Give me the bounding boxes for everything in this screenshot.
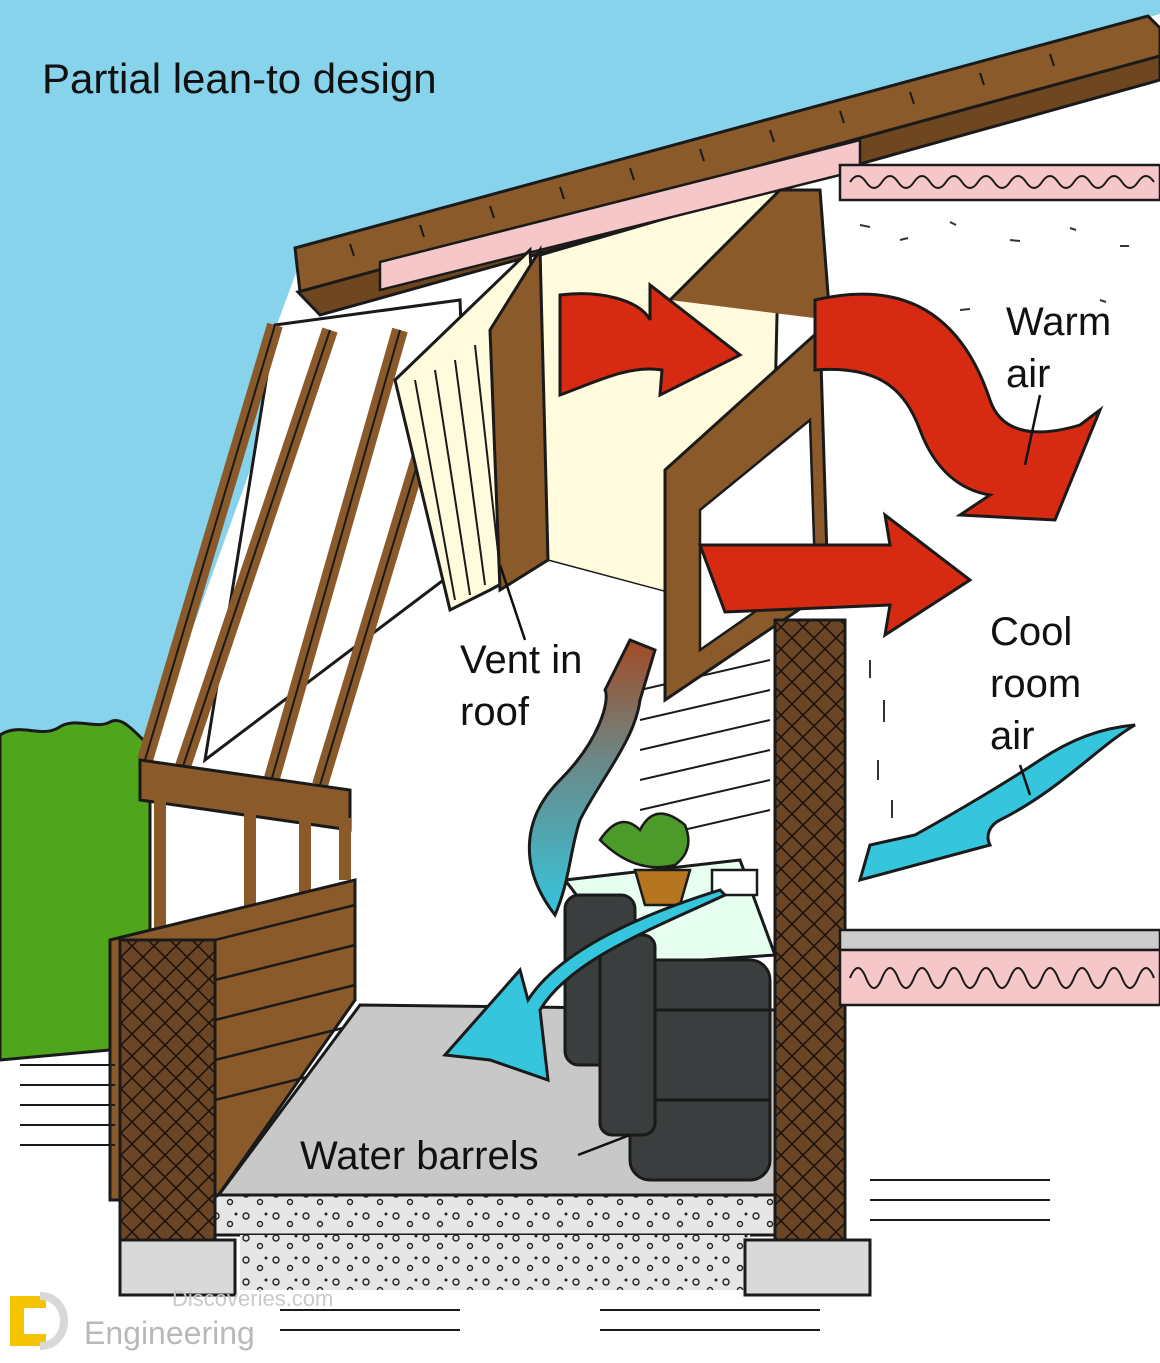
watermark-logo: Discoveries.com Engineering bbox=[6, 1286, 333, 1356]
insulation-pattern bbox=[849, 175, 1155, 189]
right-footing bbox=[743, 1238, 872, 1297]
logo-mark-icon bbox=[10, 1292, 68, 1350]
vent-frame bbox=[488, 244, 550, 593]
leader-warm bbox=[1023, 394, 1042, 466]
gravel-bed bbox=[213, 1193, 777, 1237]
roof bbox=[293, 14, 1160, 294]
cool-air-arrow-floor bbox=[441, 888, 728, 1083]
window-clerestory bbox=[668, 188, 832, 321]
left-brick-pier bbox=[118, 938, 217, 1242]
label-cool-room-air: Cool room air bbox=[990, 610, 1082, 758]
barrel-mid bbox=[598, 933, 657, 1137]
watermark-name-text: Engineering bbox=[84, 1315, 255, 1351]
watermark-top-text: Discoveries.com bbox=[172, 1286, 334, 1311]
right-brick-wall bbox=[773, 618, 847, 1242]
ceiling-insulation bbox=[838, 163, 1160, 202]
warm-air-arrow-large bbox=[813, 292, 1104, 522]
rising-air-arrow bbox=[527, 638, 657, 918]
plant bbox=[598, 812, 690, 869]
diagram-title: Partial lean-to design bbox=[42, 55, 437, 102]
warm-air-arrow-middle bbox=[697, 511, 973, 639]
siding-lines bbox=[639, 659, 771, 841]
glazing-rafter-edges bbox=[144, 324, 456, 791]
left-footing bbox=[118, 1238, 237, 1297]
leader-cool bbox=[1018, 764, 1032, 796]
stucco-texture bbox=[859, 221, 1129, 818]
ground-lines bbox=[20, 1064, 1050, 1331]
warm-air-arrow-upper bbox=[558, 281, 743, 398]
plant-pot bbox=[633, 868, 692, 907]
leader-water bbox=[577, 1133, 631, 1157]
kneewall-siding bbox=[214, 903, 356, 1102]
label-vent-in-roof: Vent in roof bbox=[460, 638, 583, 734]
cool-air-arrow-right bbox=[857, 723, 1136, 883]
floor-insulation bbox=[838, 948, 1160, 1007]
front-posts bbox=[154, 790, 351, 930]
house-floor bbox=[838, 928, 1160, 952]
roof-shingles bbox=[349, 53, 1055, 257]
sky bbox=[0, 0, 1160, 760]
leader-vent bbox=[498, 564, 527, 641]
gravel-base bbox=[240, 1235, 750, 1290]
vent-slats bbox=[414, 344, 501, 601]
label-water-barrels: Water barrels bbox=[300, 1134, 539, 1178]
label-warm-air: Warm air bbox=[1006, 300, 1112, 396]
floor-insulation-pattern bbox=[849, 967, 1155, 989]
